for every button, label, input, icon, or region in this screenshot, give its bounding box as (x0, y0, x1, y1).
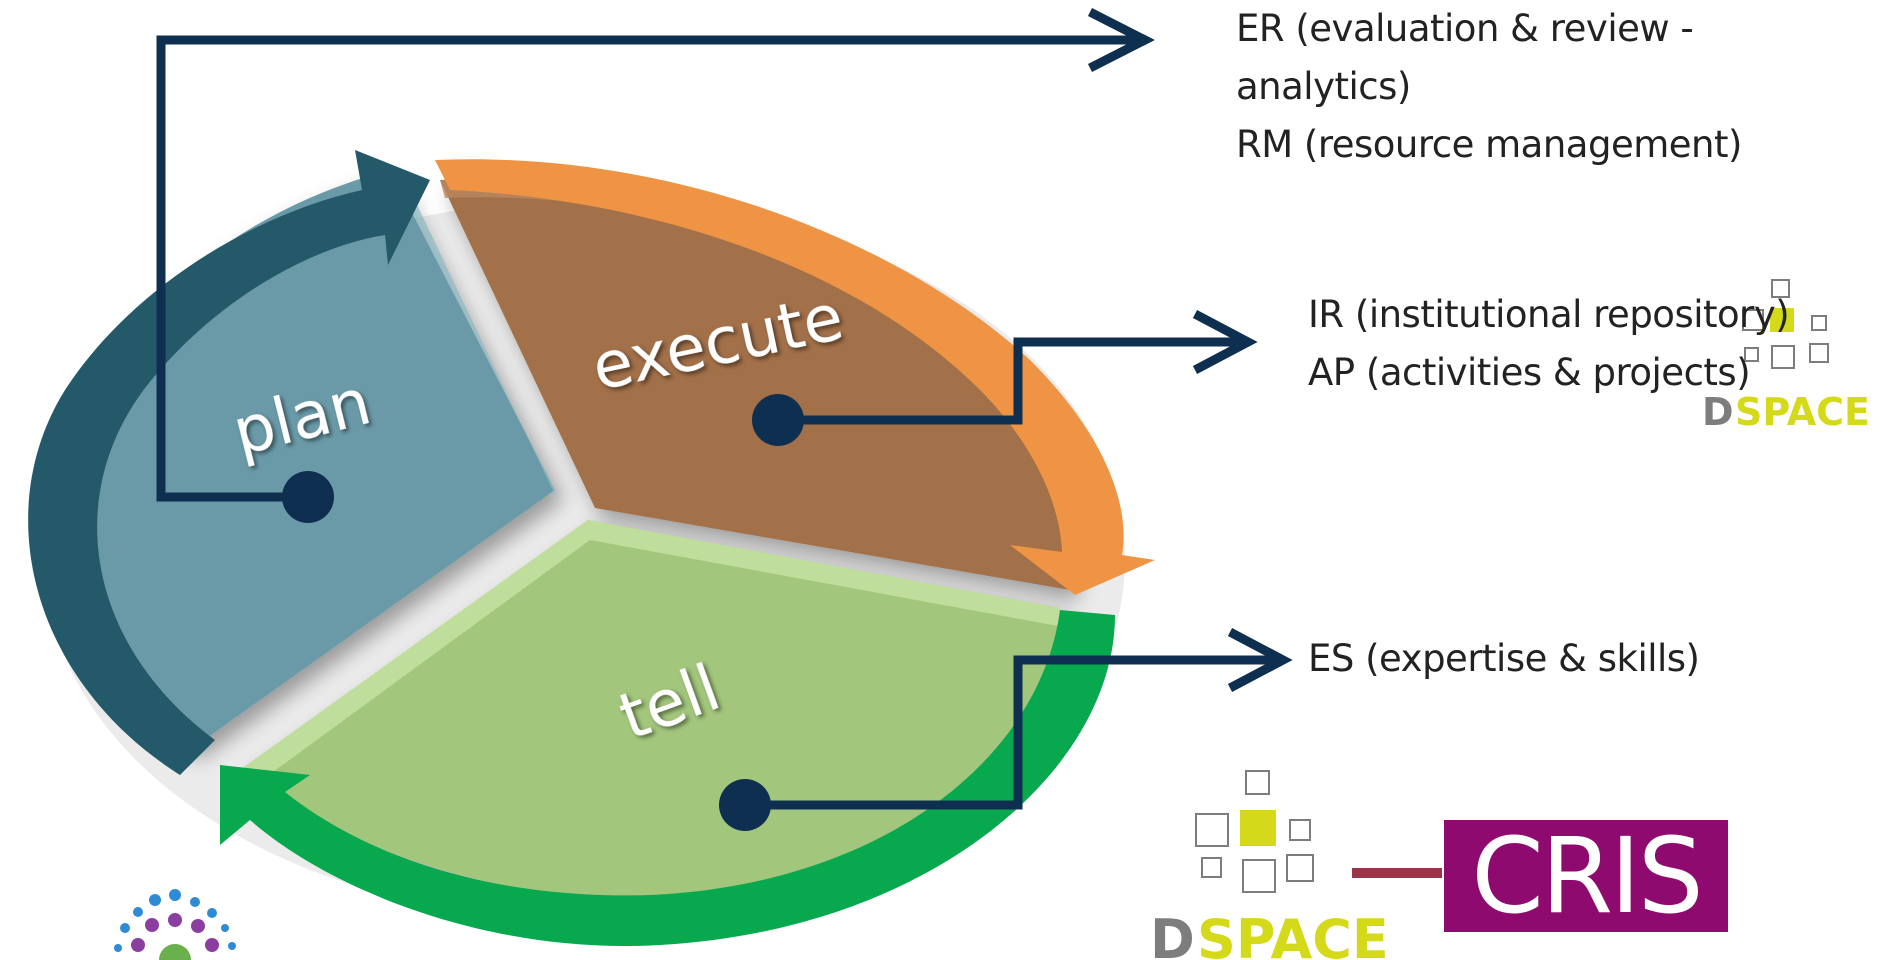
cris-badge (1444, 820, 1728, 932)
tell-cycle-arrow (220, 610, 1115, 947)
ap-line: AP (activities & projects) (1308, 351, 1751, 394)
dspace-logo-small: D SPACE (1702, 279, 1870, 434)
plan-annotation: ER (evaluation & review - analytics) RM … (1236, 0, 1742, 174)
ir-line: IR (institutional repository) (1308, 293, 1790, 336)
cris-text: CRIS (1471, 815, 1701, 937)
tell-segment-top (240, 520, 1060, 780)
es-line: ES (expertise & skills) (1308, 637, 1700, 680)
dspace-cris-d: D (1150, 908, 1195, 960)
tell-annotation: ES (expertise & skills) (1308, 630, 1700, 688)
execute-connector (752, 310, 1258, 446)
tell-connector-dot (719, 779, 771, 831)
er-line-1: ER (evaluation & review - (1236, 7, 1694, 50)
plan-cycle-arrow (28, 150, 430, 775)
partner-logo-fragment (114, 889, 236, 960)
execute-annotation: IR (institutional repository) AP (activi… (1308, 286, 1790, 402)
tell-connector (719, 628, 1293, 831)
plan-connector (156, 7, 1155, 523)
dspace-cris-space: SPACE (1197, 908, 1389, 960)
execute-connector-dot (752, 394, 804, 446)
rm-line: RM (resource management) (1236, 123, 1742, 166)
execute-segment (440, 178, 1072, 591)
er-line-2: analytics) (1236, 65, 1411, 108)
plan-connector-dot (282, 471, 334, 523)
dspace-cris-logo: D SPACE CRIS (1150, 770, 1728, 960)
dspace-small-space: SPACE (1735, 390, 1870, 434)
dspace-small-d: D (1702, 390, 1734, 434)
cris-connector-bar (1352, 868, 1442, 878)
execute-cycle-arrow (435, 159, 1155, 595)
